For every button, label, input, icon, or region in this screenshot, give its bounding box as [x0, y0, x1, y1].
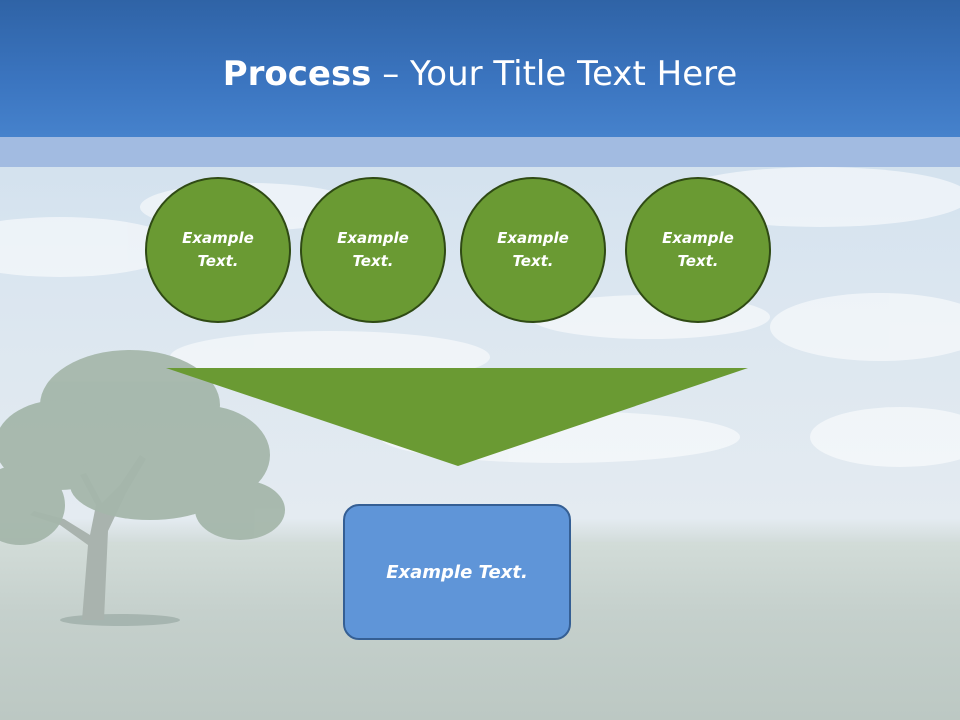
result-box[interactable]: Example Text. [343, 504, 571, 640]
title-bar [0, 0, 960, 137]
process-step-circle-3[interactable]: Example Text. [460, 177, 606, 323]
result-label: Example Text. [386, 561, 528, 583]
step-label: Example Text. [337, 229, 409, 270]
process-step-circle-2[interactable]: Example Text. [300, 177, 446, 323]
title-bar-strip [0, 137, 960, 167]
step-label: Example Text. [497, 229, 569, 270]
slide-title: Process – Your Title Text Here [0, 52, 960, 96]
process-step-circle-4[interactable]: Example Text. [625, 177, 771, 323]
title-strong: Process [222, 54, 372, 94]
funnel-triangle [166, 368, 748, 466]
tree-icon [0, 350, 285, 626]
step-label: Example Text. [662, 229, 734, 270]
process-step-circle-1[interactable]: Example Text. [145, 177, 291, 323]
step-label: Example Text. [182, 229, 254, 270]
title-rest: – Your Title Text Here [371, 54, 738, 94]
